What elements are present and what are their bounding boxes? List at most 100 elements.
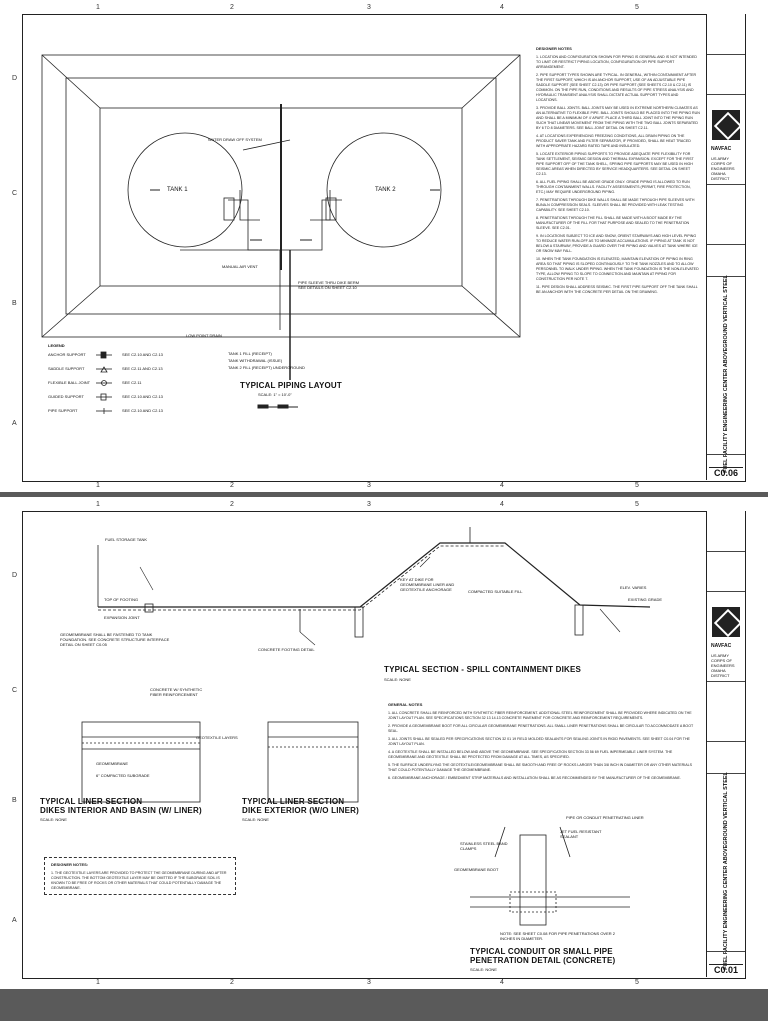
sheet-number: C0.01 bbox=[709, 964, 743, 975]
title-liner-1-sub: DIKES INTERIOR AND BASIN (W/ LINER) bbox=[40, 806, 202, 815]
designer-heading: DESIGNER NOTES: bbox=[51, 862, 89, 867]
logo-text: NAVFAC bbox=[711, 643, 732, 649]
agency-name: US ARMY CORPS OF ENGINEERS OMAHA DISTRIC… bbox=[711, 653, 735, 678]
tank-1-label: TANK 1 bbox=[167, 187, 188, 193]
drawing-frame bbox=[22, 14, 746, 482]
column-number: 3 bbox=[367, 501, 371, 508]
column-number: 4 bbox=[500, 4, 504, 11]
legend-symbols bbox=[96, 351, 112, 414]
callout-elev-varies: ELEV. VARIES bbox=[620, 585, 647, 590]
piping-layout-drawing bbox=[41, 54, 521, 414]
legend-ref: SEE C2.10 AND C2.13 bbox=[122, 352, 163, 357]
tank-2-shell bbox=[326, 132, 442, 248]
tank-2-label: TANK 2 bbox=[375, 187, 396, 193]
row-letter: D bbox=[12, 572, 18, 579]
column-number: 5 bbox=[635, 482, 639, 489]
callout-pipe-penetrating: PIPE OR CONDUIT PENETRATING LINER bbox=[566, 815, 644, 820]
legend-name: SADDLE SUPPORT bbox=[48, 366, 85, 371]
note: 4. A GEOTEXTILE SHALL BE INSTALLED BELOW… bbox=[388, 750, 673, 759]
designer-notes: DESIGNER NOTES 1. LOCATION AND CONFIGURA… bbox=[536, 46, 700, 298]
drawing-title: TYPICAL PIPING LAYOUT bbox=[240, 381, 342, 390]
title-block: NAVFAC US ARMY CORPS OF ENGINEERS OMAHA … bbox=[706, 14, 745, 480]
note: 9. IN LOCATIONS SUBJECT TO ICE AND SNOW,… bbox=[536, 234, 698, 253]
drawing-frame bbox=[22, 511, 746, 979]
legend-item: PIPE SUPPORT SEE C2.10 AND C2.13 bbox=[48, 408, 163, 413]
agency-name: US ARMY CORPS OF ENGINEERS OMAHA DISTRIC… bbox=[711, 156, 735, 181]
column-number: 3 bbox=[367, 4, 371, 11]
note: 2. PROVIDE A GEOMEMBRANE BOOT FOR ALL CI… bbox=[388, 724, 694, 733]
callout-withdrawal: TANK WITHDRAWAL (ISSUE) bbox=[228, 358, 283, 363]
legend-name: PIPE SUPPORT bbox=[48, 408, 78, 413]
note: 3. PROVIDE BALL JOINTS. BALL JOINTS MAY … bbox=[536, 106, 700, 130]
callout-fuel-tank: FUEL STORAGE TANK bbox=[105, 537, 148, 542]
usace-logo-icon bbox=[712, 607, 740, 637]
title-section-dikes: TYPICAL SECTION - SPILL CONTAINMENT DIKE… bbox=[384, 665, 582, 674]
column-number: 5 bbox=[635, 979, 639, 986]
sheet-piping-layout: 1 2 3 4 5 1 2 3 4 5 D C B A bbox=[0, 0, 768, 492]
row-letter: D bbox=[12, 75, 18, 82]
designer-notes-box: DESIGNER NOTES: 1. THE GEOTEXTILE LAYERS… bbox=[44, 857, 236, 895]
note: 11. PIPE DESIGN SHALL ADDRESS SEISMIC. T… bbox=[536, 285, 698, 294]
callout-existing-grade: EXISTING GRADE bbox=[628, 597, 663, 602]
legend-ref: SEE C2.10 AND C2.13 bbox=[122, 408, 163, 413]
callout-boot: GEOMEMBRANE BOOT bbox=[454, 867, 499, 872]
column-number: 2 bbox=[230, 979, 234, 986]
row-letter: C bbox=[12, 190, 18, 197]
callout-top-of-footing: TOP OF FOOTING bbox=[104, 597, 139, 602]
note: 3. ALL JOINTS SHALL BE SEALED PER SPECIF… bbox=[388, 737, 690, 746]
notes-heading: GENERAL NOTES bbox=[388, 702, 423, 707]
scale-bar bbox=[257, 404, 298, 409]
column-number: 1 bbox=[96, 979, 100, 986]
title-conduit: TYPICAL CONDUIT OR SMALL PIPE bbox=[470, 947, 613, 956]
column-number: 1 bbox=[96, 482, 100, 489]
designer-note: 1. THE GEOTEXTILE LAYERS ARE PROVIDED TO… bbox=[51, 871, 227, 890]
scale: SCALE: NONE bbox=[470, 967, 497, 972]
note: 1. LOCATION AND CONFIGURATION SHOWN FOR … bbox=[536, 55, 698, 69]
note: 8. PENETRATIONS THROUGH THE FILL SHALL B… bbox=[536, 216, 690, 230]
title-liner-2-sub: DIKE EXTERIOR (W/O LINER) bbox=[242, 806, 359, 815]
callout-expansion-joint: EXPANSION JOINT bbox=[104, 615, 140, 620]
title-liner-1: TYPICAL LINER SECTION bbox=[40, 797, 143, 806]
callout-penetration-note: NOTE: SEE SHEET C0.08 FOR PIPE PENETRATI… bbox=[500, 931, 615, 941]
legend-name: ANCHOR SUPPORT bbox=[48, 352, 86, 357]
liner-section-2 bbox=[267, 721, 359, 803]
row-letter: B bbox=[12, 797, 17, 804]
row-letter: A bbox=[12, 917, 17, 924]
legend-name: GUIDED SUPPORT bbox=[48, 394, 84, 399]
callout-geotextile: GEOTEXTILE LAYERS bbox=[196, 735, 238, 740]
callout-key-at-dike: KEY AT DIKE FOR GEOMEMBRANE LINER AND GE… bbox=[400, 577, 455, 592]
callout-subgrade: 6" COMPACTED SUBGRADE bbox=[96, 773, 150, 778]
callout-compacted-fill: COMPACTED SUITABLE FILL bbox=[468, 589, 523, 594]
legend-item: SADDLE SUPPORT SEE C2.11 AND C2.13 bbox=[48, 366, 163, 371]
callout-air-vent: MANUAL AIR VENT bbox=[222, 264, 258, 269]
legend-ref: SEE C2.11 AND C2.13 bbox=[122, 366, 163, 371]
liner-section-1 bbox=[81, 721, 201, 803]
note: 7. PENETRATIONS THROUGH DIKE WALLS SHALL… bbox=[536, 198, 695, 212]
column-number: 5 bbox=[635, 4, 639, 11]
callout-geomembrane: GEOMEMBRANE bbox=[96, 761, 129, 766]
sheet-containment-dikes: 1 2 3 4 5 1 2 3 4 5 D C B A bbox=[0, 497, 768, 989]
legend-title: LEGEND bbox=[48, 343, 65, 348]
legend-item: ANCHOR SUPPORT SEE C2.10 AND C2.13 bbox=[48, 352, 163, 357]
dike-outer bbox=[41, 54, 521, 338]
column-number: 2 bbox=[230, 4, 234, 11]
dike-inner bbox=[65, 77, 497, 315]
dike-profile bbox=[98, 542, 651, 608]
note: 6. ALL FUEL PIPING SHALL BE ABOVE GRADE … bbox=[536, 180, 691, 194]
legend-name: FLEXIBLE BALL JOINT bbox=[48, 380, 91, 385]
row-letter: C bbox=[12, 687, 18, 694]
row-letter: B bbox=[12, 300, 17, 307]
note: 6. GEOMEMBRANE ANCHORAGE / EMBEDMENT STR… bbox=[388, 776, 681, 780]
column-number: 3 bbox=[367, 482, 371, 489]
vertical-title: FUEL FACILITY ENGINEERING CENTER ABOVEGR… bbox=[723, 772, 729, 970]
drawing-scale: SCALE: 1" = 10'-0" bbox=[258, 392, 292, 397]
scale: SCALE: NONE bbox=[384, 677, 411, 682]
conduit-pipe bbox=[519, 834, 547, 926]
note: 10. WHEN THE TANK FOUNDATION IS ELEVATED… bbox=[536, 257, 699, 281]
callout-concrete-fiber: CONCRETE W/ SYNTHETIC FIBER REINFORCEMEN… bbox=[150, 687, 203, 697]
tank-1-shell bbox=[127, 132, 243, 248]
column-number: 1 bbox=[96, 501, 100, 508]
notes-heading: DESIGNER NOTES bbox=[536, 46, 572, 51]
